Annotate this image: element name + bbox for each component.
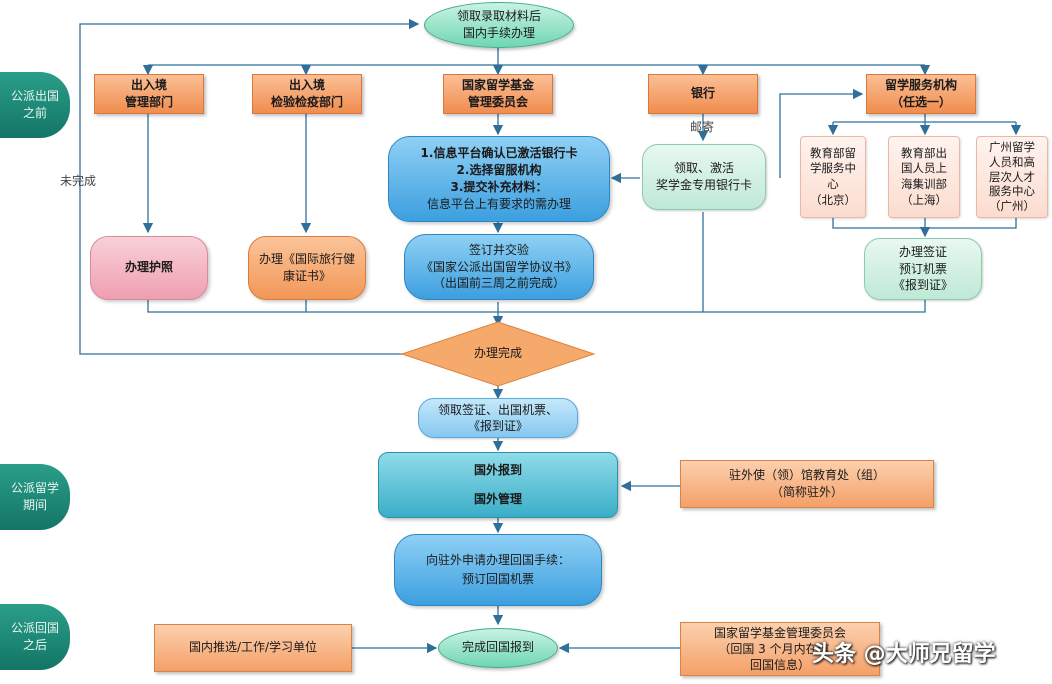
start-node: 领取录取材料后 国内手续办理 [424,2,574,48]
csc-step-note: 信息平台上有要求的需办理 [426,196,571,211]
incomplete-label: 未完成 [60,174,97,188]
service-center-shanghai: 教育部出 国人员上 海集训部 （上海） [888,136,960,218]
csc-step-3: 3.提交补充材料： [450,180,548,194]
csc-step-2: 2.选择留服机构 [456,163,542,178]
phase-after-return: 公派回国 之后 [0,604,70,670]
collect-docs-box: 领取签证、出国机票、 《报到证》 [418,398,578,438]
csc-step-1: 1.信息平台确认已激活银行卡 [420,146,578,161]
csc-return-box: 国家留学基金管理委员会 （回国 3 个月内在信… 回国信息） [680,622,880,676]
csc-steps-box: 1.信息平台确认已激活银行卡 2.选择留服机构 3.提交补充材料： 信息平台上有… [388,136,610,222]
mail-label: 邮寄 [690,120,715,134]
agreement-box: 签订并交验 《国家公派出国留学协议书》 （出国前三周之前完成） [404,234,594,300]
abroad-box: 国外报到 国外管理 [378,452,618,518]
service-center-guangzhou: 广州留学 人员和高 层次人才 服务中心 （广州） [976,136,1048,218]
dept-study-service: 留学服务机构 （任选一） [866,74,976,114]
embassy-box: 驻外使（领）馆教育处（组） （简称驻外） [680,460,934,508]
watermark-text: 头条 @大师兄留学 [812,642,996,667]
phase-before-departure: 公派出国 之前 [0,72,70,138]
visa-ticket-box: 办理签证 预订机票 《报到证》 [864,238,982,300]
domestic-unit-box: 国内推选/工作/学习单位 [154,624,352,672]
phase-during-study: 公派留学 期间 [0,464,70,530]
dept-csc: 国家留学基金 管理委员会 [443,74,553,114]
passport-box: 办理护照 [90,236,208,300]
abroad-manage-label: 国外管理 [473,492,522,506]
done-diamond-label: 办理完成 [473,346,522,361]
abroad-report-label: 国外报到 [473,462,522,477]
health-cert-box: 办理《国际旅行健 康证书》 [248,236,366,300]
done-diamond-shape [400,321,596,387]
apply-return-box: 向驻外申请办理回国手续： 预订回国机票 [394,534,602,606]
service-center-beijing: 教育部留 学服务中 心 （北京） [800,136,866,218]
dept-exit-entry: 出入境 管理部门 [94,74,204,114]
dept-quarantine: 出入境 检验检疫部门 [252,74,362,114]
dept-bank: 银行 [648,74,758,114]
bank-card-box: 领取、激活 奖学金专用银行卡 [642,144,766,210]
return-report-node: 完成回国报到 [438,628,558,668]
